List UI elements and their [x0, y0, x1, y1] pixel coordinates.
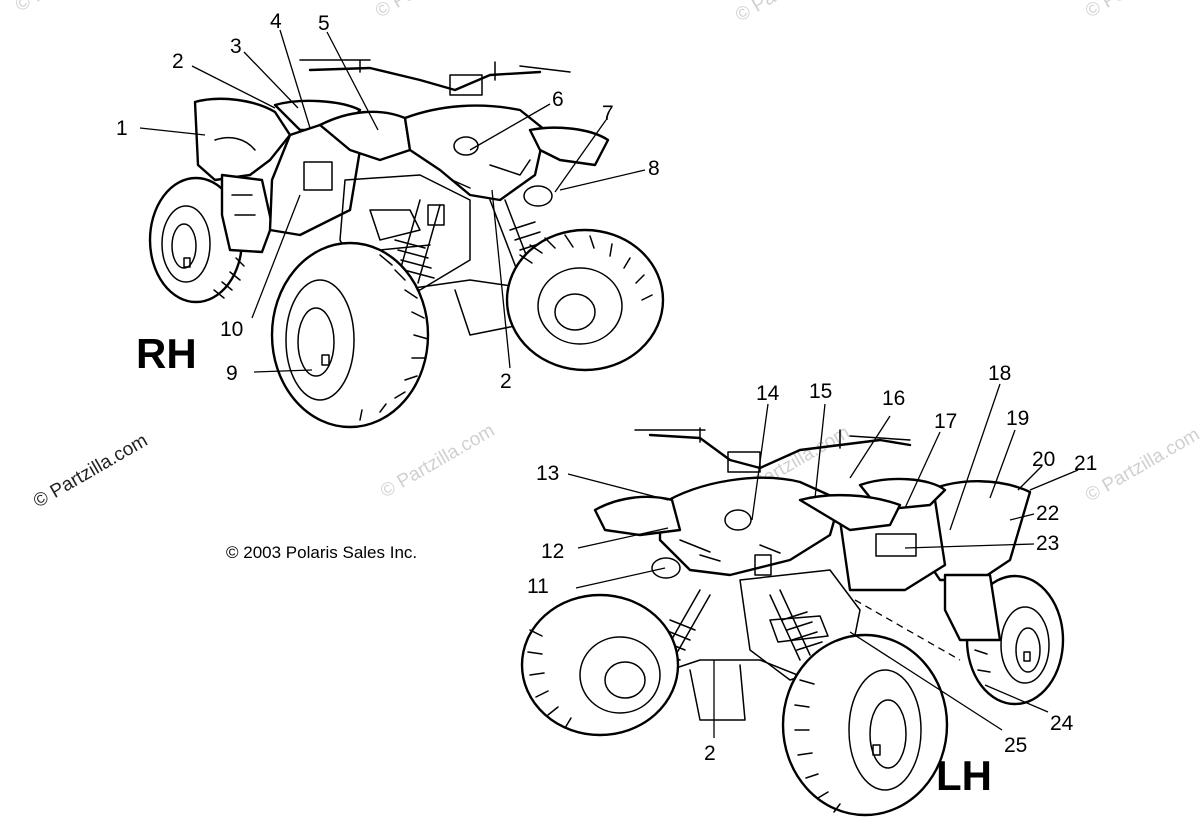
callout-lh-24: 24	[1050, 712, 1074, 735]
watermark: © Partzilla.com	[1082, 0, 1200, 22]
callout-lh-17: 17	[934, 410, 957, 433]
callout-rh-1: 1	[116, 117, 128, 140]
rh-view-label: RH	[136, 330, 197, 377]
lh-leader-lines	[567, 383, 1079, 738]
callout-lh-20: 20	[1032, 448, 1055, 471]
watermark-left: © Partzilla.com	[30, 430, 151, 512]
callout-rh-8: 8	[648, 157, 660, 180]
callout-lh-23: 23	[1036, 532, 1059, 555]
copyright-notice: © 2003 Polaris Sales Inc.	[226, 543, 417, 562]
rh-leader-lines	[139, 29, 646, 373]
atv-rh-illustration	[148, 59, 665, 429]
callout-lh-19: 19	[1006, 407, 1029, 430]
callout-lh-11: 11	[527, 575, 549, 598]
callout-lh-18: 18	[988, 362, 1011, 385]
callout-rh-6: 6	[552, 88, 564, 111]
callout-lh-12: 12	[541, 540, 564, 563]
callout-lh-21: 21	[1074, 452, 1097, 475]
callout-rh-2: 2	[172, 50, 184, 73]
watermark: © Partzilla.com	[1082, 424, 1200, 506]
watermark: © Partzilla.com	[377, 420, 498, 502]
lh-callouts: 11 12 13 14 15 16 17 18 19 20 21 22 23 2…	[527, 362, 1097, 765]
callout-rh-4: 4	[270, 10, 282, 33]
callout-rh-5: 5	[318, 12, 330, 35]
callout-lh-15: 15	[809, 380, 832, 403]
callout-rh-3: 3	[230, 35, 242, 58]
callout-rh-9: 9	[226, 362, 238, 385]
callout-rh-2b: 2	[500, 370, 512, 393]
lh-view-label: LH	[936, 752, 992, 799]
rh-callouts: 1 2 3 4 5 6 7 8 9 10 2	[116, 10, 660, 393]
callout-lh-14: 14	[756, 382, 780, 405]
atv-lh-illustration	[520, 427, 1065, 817]
callout-lh-13: 13	[536, 462, 559, 485]
callout-rh-10: 10	[220, 318, 243, 341]
callout-lh-22: 22	[1036, 502, 1059, 525]
callout-rh-7: 7	[602, 102, 614, 125]
callout-lh-16: 16	[882, 387, 905, 410]
watermark: © Partzilla.com	[372, 0, 493, 22]
callout-lh-2: 2	[704, 742, 716, 765]
watermark: © Partzilla.com	[12, 0, 133, 16]
callout-lh-25: 25	[1004, 734, 1027, 757]
watermark: © Partzilla.com	[732, 0, 853, 26]
